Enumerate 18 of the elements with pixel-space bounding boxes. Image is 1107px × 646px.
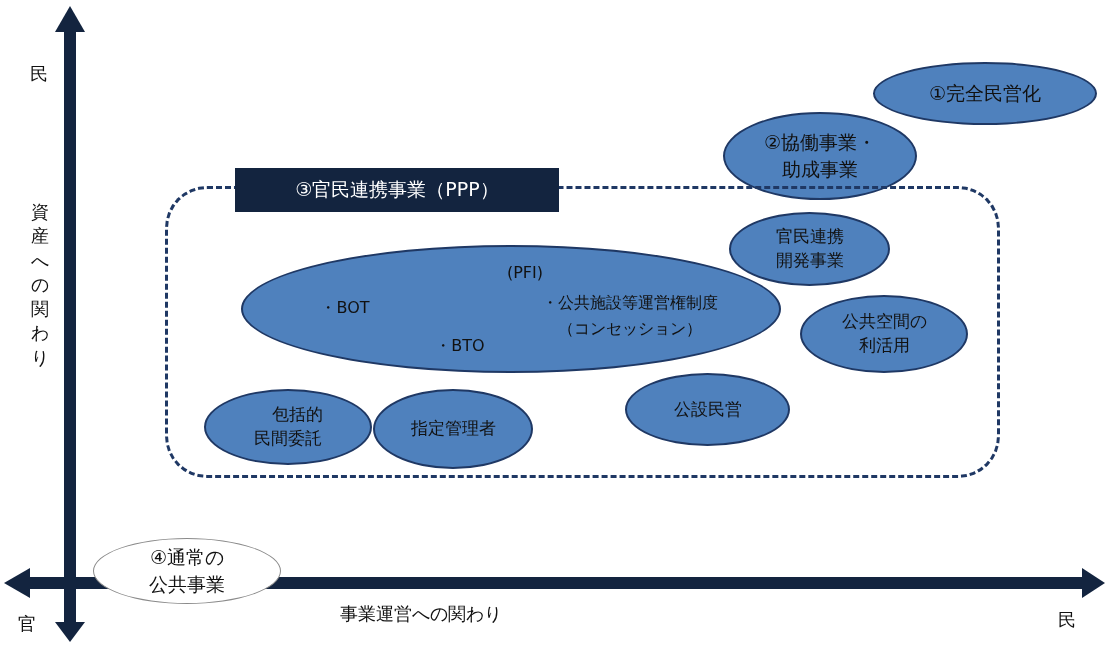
oval-text: ・公共施設等運営権制度（コンセッション） xyxy=(541,292,719,340)
oval-text: ④通常の公共事業 xyxy=(148,545,226,597)
oval-text: (PFI) xyxy=(505,262,545,284)
oval-text: 公設民営 xyxy=(672,397,743,421)
oval-text: ・BOT xyxy=(319,297,371,319)
oval-text: 官民連携開発事業 xyxy=(774,225,845,272)
oval-text: 公共空間の利活用 xyxy=(840,310,928,357)
oval-text: 包括的民間委託 xyxy=(253,403,324,450)
axis-end-label: 民 xyxy=(30,62,48,86)
axis-title: 事業運営への関わり xyxy=(340,602,502,626)
oval-text: ①完全民営化 xyxy=(927,81,1042,107)
axis-title: 資産への関わり xyxy=(30,200,50,370)
oval-text: 指定管理者 xyxy=(409,417,497,441)
oval-text: ②協働事業・助成事業 xyxy=(762,130,877,182)
group-title: ③官民連携事業（PPP） xyxy=(235,168,559,212)
axis-end-label: 民 xyxy=(1058,608,1076,632)
oval-text: ・BTO xyxy=(434,335,486,357)
axis-end-label: 官 xyxy=(18,612,36,636)
